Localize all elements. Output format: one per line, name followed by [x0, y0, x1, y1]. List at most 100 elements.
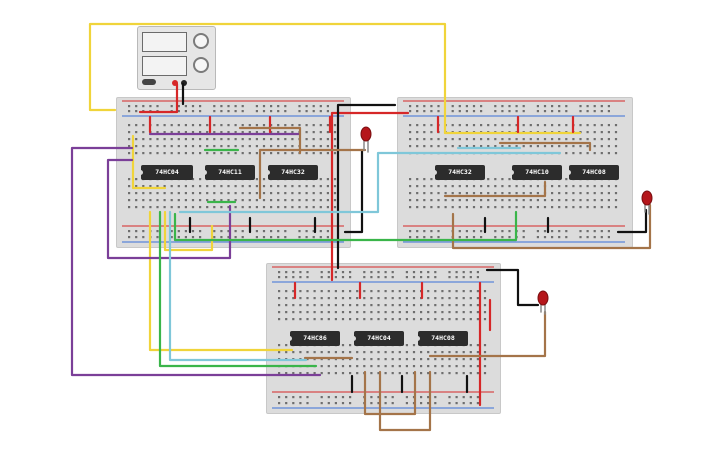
wire[interactable] — [616, 208, 648, 234]
wire[interactable] — [163, 210, 214, 252]
breadboard-hole — [551, 138, 554, 141]
breadboard-hole — [341, 344, 345, 347]
wire[interactable] — [70, 146, 322, 377]
breadboard-hole — [430, 206, 433, 209]
breadboard-hole — [501, 230, 504, 233]
breadboard-hole — [472, 192, 476, 195]
breadboard-hole — [248, 124, 251, 127]
breadboard-hole — [558, 138, 561, 141]
breadboard-hole — [423, 185, 426, 188]
breadboard-hole — [291, 131, 294, 134]
voltage-knob[interactable] — [193, 33, 209, 49]
wire[interactable] — [451, 203, 652, 250]
breadboard-hole — [472, 110, 476, 113]
breadboard-hole — [423, 131, 426, 134]
ic-chip[interactable]: 74HC08 — [416, 331, 468, 346]
breadboard-hole — [437, 145, 440, 148]
breadboard-hole — [430, 192, 433, 195]
breadboard-hole — [270, 110, 273, 113]
breadboard-hole — [483, 297, 487, 300]
breadboard-hole — [441, 290, 444, 293]
wire[interactable] — [343, 148, 364, 234]
breadboard-hole — [163, 199, 166, 202]
negative-terminal[interactable] — [181, 80, 187, 86]
breadboard-hole — [377, 351, 380, 354]
wire[interactable] — [88, 22, 447, 135]
breadboard-hole — [565, 192, 568, 195]
positive-terminal[interactable] — [172, 80, 178, 86]
ic-chip[interactable]: 74HC04 — [352, 331, 404, 346]
wire[interactable] — [258, 148, 367, 200]
breadboard-hole — [501, 105, 504, 108]
wire[interactable] — [330, 111, 410, 282]
breadboard-hole — [508, 236, 511, 239]
wire[interactable] — [336, 103, 397, 270]
breadboard-hole — [455, 351, 458, 354]
current-knob[interactable] — [193, 57, 209, 73]
breadboard-hole — [448, 396, 451, 399]
breadboard-hole — [270, 236, 273, 239]
wire[interactable] — [498, 141, 592, 152]
wire[interactable] — [238, 126, 302, 155]
breadboard-hole — [572, 145, 575, 148]
breadboard-hole — [349, 311, 352, 314]
ic-chip[interactable]: 74HC86 — [288, 331, 340, 346]
breadboard-hole — [326, 145, 329, 148]
wire[interactable] — [168, 210, 308, 362]
breadboard-hole — [501, 138, 504, 141]
breadboard-hole — [170, 230, 173, 233]
breadboard-hole — [579, 110, 582, 113]
breadboard-hole — [220, 131, 223, 134]
breadboard-hole — [284, 105, 287, 108]
breadboard-hole — [149, 192, 152, 195]
ic-chip[interactable]: 74HC04 — [139, 165, 193, 180]
wire[interactable] — [485, 268, 540, 307]
breadboard-hole — [614, 185, 618, 188]
wire[interactable] — [378, 370, 432, 432]
wire[interactable] — [443, 180, 547, 198]
breadboard-hole — [234, 185, 237, 188]
breadboard-hole — [508, 178, 511, 181]
wire[interactable] — [173, 210, 518, 242]
breadboard-hole — [270, 230, 273, 233]
breadboard-hole — [327, 318, 330, 321]
led[interactable] — [537, 290, 549, 315]
led[interactable] — [360, 126, 372, 153]
breadboard-hole — [135, 230, 138, 233]
breadboard-hole — [191, 152, 195, 155]
breadboard-hole — [326, 105, 329, 108]
ic-chip[interactable]: 74HC08 — [567, 165, 619, 180]
wire[interactable] — [131, 134, 167, 190]
wire[interactable] — [178, 151, 562, 214]
breadboard-hole — [462, 365, 465, 368]
breadboard-hole — [543, 124, 547, 127]
wire[interactable] — [158, 210, 318, 368]
ic-chip[interactable]: 74HC32 — [433, 165, 485, 180]
breadboard-hole — [398, 290, 401, 293]
breadboard-hole — [184, 105, 187, 108]
breadboard-hole — [572, 199, 575, 202]
breadboard-hole — [220, 124, 223, 127]
ic-chip[interactable]: 74HC32 — [266, 165, 318, 180]
breadboard-hole — [327, 402, 330, 405]
breadboard-hole — [579, 105, 582, 108]
breadboard-hole — [494, 178, 497, 181]
wire[interactable] — [148, 210, 294, 352]
breadboard-hole — [227, 124, 230, 127]
breadboard-hole — [423, 206, 426, 209]
breadboard-hole — [405, 304, 408, 307]
breadboard-hole — [614, 131, 618, 134]
breadboard-hole — [465, 199, 468, 202]
wire[interactable] — [428, 310, 547, 358]
breadboard-hole — [416, 124, 419, 127]
wire[interactable] — [138, 82, 179, 114]
breadboard-hole — [191, 185, 195, 188]
breadboard-hole — [312, 230, 315, 233]
wire[interactable] — [363, 370, 417, 416]
led[interactable] — [641, 190, 653, 215]
power-switch[interactable] — [142, 79, 156, 85]
breadboard-hole — [220, 185, 223, 188]
breadboard-hole — [285, 402, 288, 405]
ic-chip[interactable]: 74HC10 — [510, 165, 562, 180]
ic-chip[interactable]: 74HC11 — [203, 165, 255, 180]
